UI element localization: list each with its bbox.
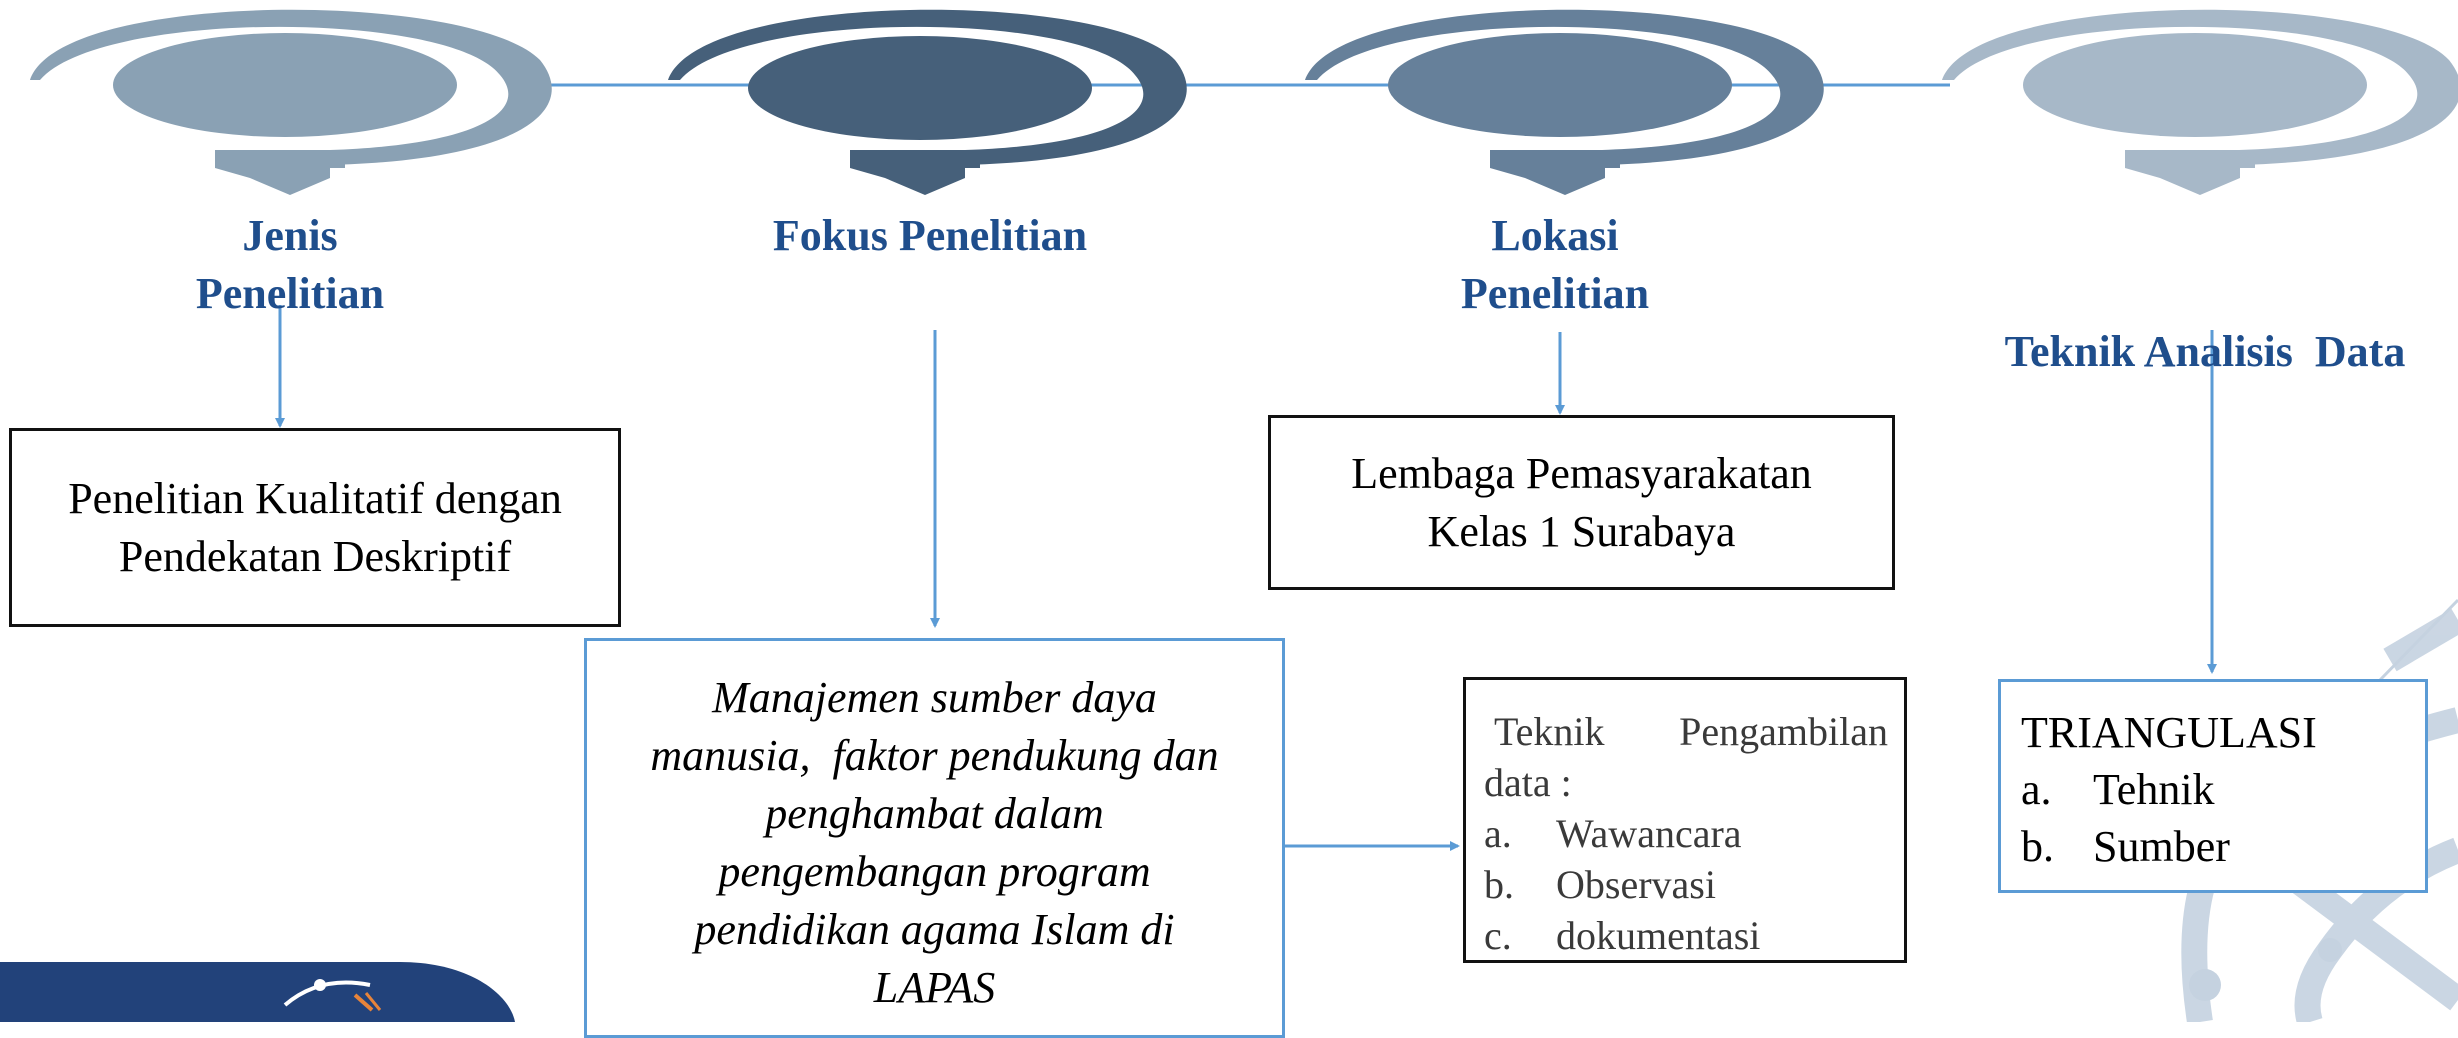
teknik-box-list: a. Wawancara b. Observasi c. dokumentasi [1484, 808, 1888, 961]
fokus-box-line6: LAPAS [873, 963, 996, 1012]
step-1-circle-arrow [30, 9, 552, 195]
lokasi-penelitian-box: Lembaga Pemasyarakatan Kelas 1 Surabaya [1268, 415, 1895, 590]
list-marker: a. [2021, 765, 2052, 814]
triangulasi-list: a. Tehnik b. Sumber [2021, 761, 2425, 875]
teknik-box-title: Teknik Pengambilan [1484, 706, 1888, 757]
fokus-box-line5: pendidikan agama Islam di [694, 905, 1175, 954]
step-3-circle-arrow [1305, 9, 1824, 195]
list-text: Observasi [1556, 862, 1716, 907]
step-1-heading-line1: Jenis [242, 211, 338, 260]
teknik-box-title-line2: data : [1484, 760, 1572, 805]
fokus-box-line4: pengembangan program [718, 847, 1151, 896]
teknik-pengambilan-box: Teknik Pengambilan data : a. Wawancara b… [1463, 677, 1907, 963]
list-item: c. dokumentasi [1484, 910, 1888, 961]
lokasi-box-line1: Lembaga Pemasyarakatan [1351, 448, 1812, 498]
fokus-box-line3: penghambat dalam [765, 789, 1104, 838]
step-1-heading-line2: Penelitian [195, 269, 385, 318]
step-3-heading: Lokasi Penelitian [1390, 207, 1720, 323]
step-4-circle-arrow [1942, 9, 2458, 195]
step-2-heading: Fokus Penelitian [700, 207, 1160, 265]
step-4-heading: Teknik Analisis Data [1960, 207, 2450, 439]
jenis-box-line2: Pendekatan Deskriptif [118, 531, 512, 581]
logo-badge [0, 962, 515, 1022]
step-2-heading-text: Fokus Penelitian [772, 211, 1088, 260]
list-marker: a. [1484, 811, 1512, 856]
triangulasi-title: TRIANGULASI [2021, 708, 2317, 757]
list-item: a. Tehnik [2021, 761, 2425, 818]
list-marker: b. [2021, 822, 2054, 871]
list-item: a. Wawancara [1484, 808, 1888, 859]
fokus-box-line1: Manajemen sumber daya [712, 673, 1157, 722]
teknik-box-title-word1: Teknik [1494, 709, 1605, 754]
fokus-penelitian-box: Manajemen sumber daya manusia, faktor pe… [584, 638, 1285, 1038]
triangulasi-box: TRIANGULASI a. Tehnik b. Sumber [1998, 679, 2428, 893]
step-2-circle-arrow [668, 9, 1187, 195]
list-item: b. Observasi [1484, 859, 1888, 910]
list-item: b. Sumber [2021, 818, 2425, 875]
step-3-heading-line2: Penelitian [1460, 269, 1650, 318]
fokus-box-line2: manusia, faktor pendukung dan [650, 731, 1219, 780]
step-4-heading-text: Teknik Analisis Data [2004, 327, 2406, 376]
lokasi-box-line2: Kelas 1 Surabaya [1427, 506, 1736, 556]
list-text: Sumber [2093, 822, 2230, 871]
list-marker: c. [1484, 913, 1512, 958]
teknik-box-title-word2: Pengambilan [1679, 709, 1888, 754]
list-text: Tehnik [2093, 765, 2215, 814]
step-3-heading-line1: Lokasi [1491, 211, 1619, 260]
jenis-penelitian-box: Penelitian Kualitatif dengan Pendekatan … [9, 428, 621, 627]
list-text: Wawancara [1556, 811, 1742, 856]
watermark-thin-line [2378, 598, 2458, 682]
list-marker: b. [1484, 862, 1514, 907]
step-1-heading: Jenis Penelitian [130, 207, 450, 323]
watermark-nodes [2189, 938, 2342, 1001]
jenis-box-line1: Penelitian Kualitatif dengan [68, 473, 562, 523]
list-text: dokumentasi [1556, 913, 1761, 958]
